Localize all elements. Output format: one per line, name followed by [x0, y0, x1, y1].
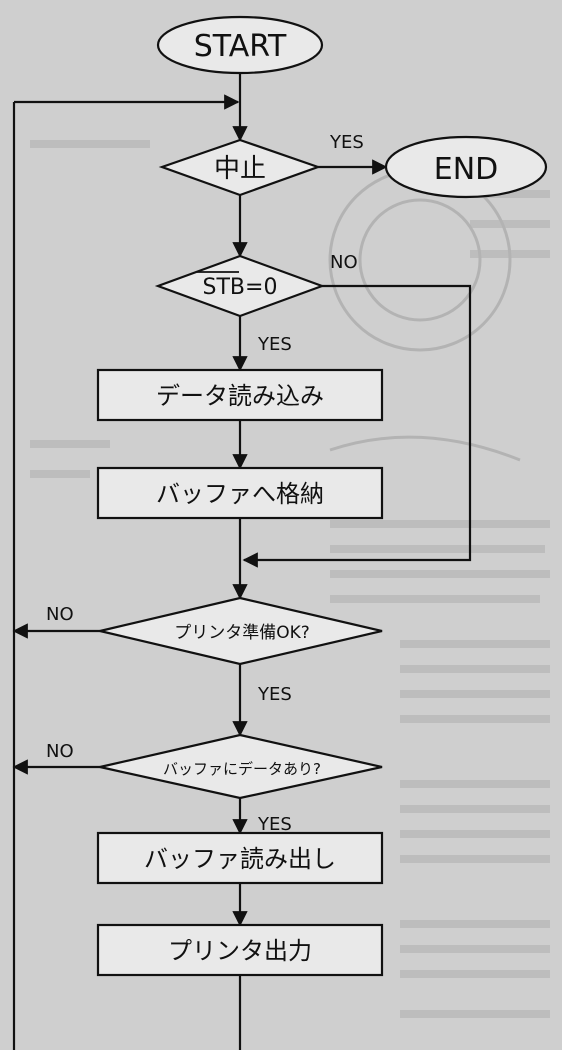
stb-condition: =0	[245, 275, 277, 300]
printer-output-process: プリンタ出力	[96, 923, 384, 977]
stb-decision: STB=0	[154, 254, 326, 318]
abort-yes-label: YES	[329, 132, 364, 153]
printer-ready-decision: プリンタ準備OK?	[99, 596, 383, 666]
edge-stb-no	[242, 284, 472, 568]
stb-name: STB	[203, 275, 246, 300]
read-data-label: データ読み込み	[156, 382, 324, 410]
stb-label: STB=0	[203, 275, 278, 300]
end-label: END	[434, 152, 499, 187]
read-data-process: データ読み込み	[96, 368, 384, 422]
ready-no-label: NO	[46, 604, 74, 625]
read-buffer-process: バッファ読み出し	[96, 831, 384, 885]
data-no-label: NO	[46, 741, 74, 762]
start-label: START	[194, 29, 287, 64]
printer-ready-label: プリンタ準備OK?	[174, 623, 310, 643]
store-buffer-label: バッファへ格納	[156, 480, 324, 508]
buffer-data-decision: バッファにデータあり?	[99, 733, 383, 800]
stb-yes-label: YES	[257, 334, 292, 355]
start-terminal: START	[156, 15, 324, 75]
data-yes-label: YES	[257, 814, 292, 835]
abort-decision: 中止	[158, 138, 322, 197]
ready-yes-label: YES	[257, 684, 292, 705]
end-terminal: END	[384, 135, 548, 199]
buffer-data-label: バッファにデータあり?	[163, 760, 321, 778]
read-buffer-label: バッファ読み出し	[144, 845, 336, 873]
store-buffer-process: バッファへ格納	[96, 466, 384, 520]
stb-no-label: NO	[330, 252, 358, 273]
printer-output-label: プリンタ出力	[168, 937, 312, 965]
abort-label: 中止	[214, 154, 266, 184]
